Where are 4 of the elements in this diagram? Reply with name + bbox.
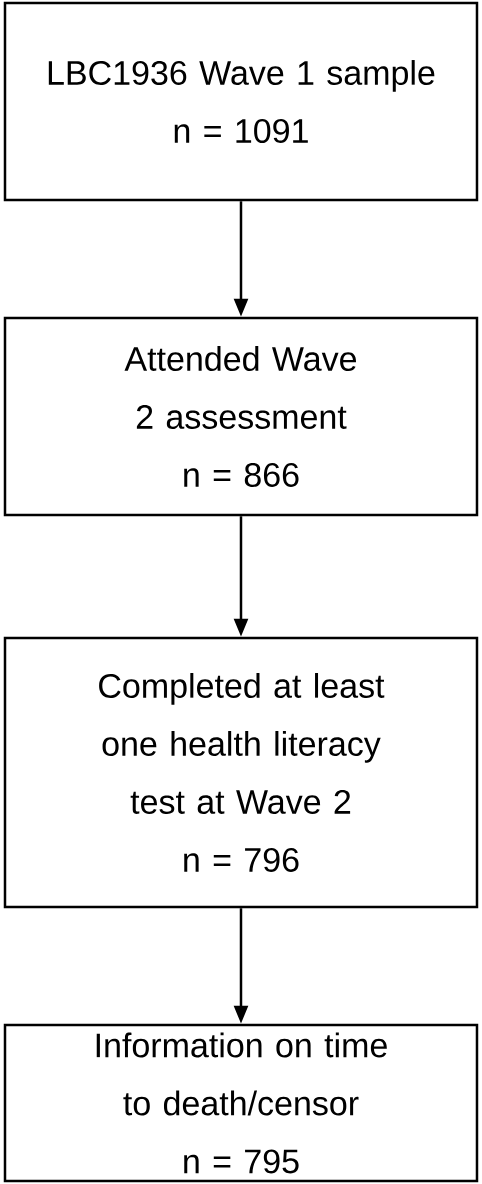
process-box: Completed at least one health literacy test at Wave 2 n = 796 — [3, 636, 479, 909]
process-box: LBC1936 Wave 1 sample n = 1091 — [3, 1, 479, 202]
process-box: Attended Wave 2 assessment n = 866 — [3, 316, 479, 517]
process-box: Information on time to death/censor n = 795 — [3, 1023, 479, 1183]
